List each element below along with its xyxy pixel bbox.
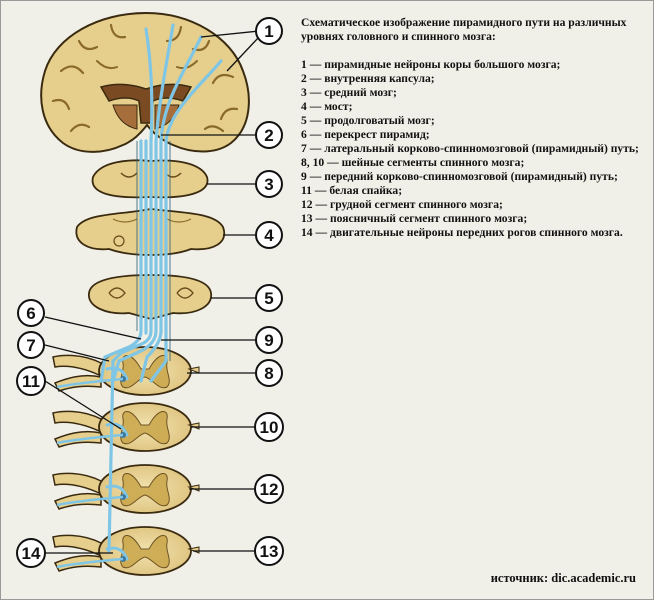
legend-text: двигательные нейроны передних рогов спин…	[329, 226, 623, 239]
legend-item: 6 — перекрест пирамид;	[301, 128, 646, 142]
legend-number: 5 —	[301, 114, 325, 127]
callout-1: 1	[255, 17, 283, 45]
motor-axon	[56, 495, 124, 507]
legend-item: 11 — белая спайка;	[301, 184, 646, 198]
motor-axon	[56, 433, 124, 445]
thoracic-segment	[52, 464, 200, 514]
legend-text: поясничный сегмент спинного мозга;	[329, 212, 528, 225]
legend: Схематическое изображение пирамидного пу…	[301, 16, 646, 240]
svg-text:10: 10	[260, 418, 279, 437]
legend-item: 2 — внутренняя капсула;	[301, 72, 646, 86]
legend-text: мост;	[324, 100, 353, 113]
svg-text:8: 8	[264, 364, 273, 383]
legend-number: 8, 10 —	[301, 156, 342, 169]
legend-number: 7 —	[301, 142, 325, 155]
cervical-segment-lower	[52, 402, 200, 452]
tract-outlines	[136, 141, 171, 361]
callout-7: 7	[17, 331, 45, 359]
cervical-segment-upper	[52, 346, 200, 396]
legend-text: продолговатый мозг;	[324, 114, 435, 127]
callout-markers: 1 2 3 4 5 6 7 8 9 10 11 12 13 14	[16, 17, 284, 568]
legend-text: грудной сегмент спинного мозга;	[329, 198, 503, 211]
legend-number: 11 —	[301, 184, 330, 197]
legend-number: 6 —	[301, 128, 325, 141]
svg-text:14: 14	[22, 544, 41, 563]
svg-text:2: 2	[264, 126, 273, 145]
legend-text: перекрест пирамид;	[324, 128, 430, 141]
svg-text:9: 9	[264, 331, 273, 350]
callout-14: 14	[16, 538, 46, 568]
callout-8: 8	[255, 359, 283, 387]
spinal-segments	[52, 346, 200, 576]
legend-item: 3 — средний мозг;	[301, 86, 646, 100]
legend-text: средний мозг;	[324, 86, 397, 99]
svg-text:1: 1	[264, 22, 273, 41]
legend-number: 4 —	[301, 100, 325, 113]
legend-item: 12 — грудной сегмент спинного мозга;	[301, 198, 646, 212]
legend-number: 9 —	[301, 170, 325, 183]
callout-10: 10	[254, 412, 284, 442]
legend-item: 8, 10 — шейные сегменты спинного мозга;	[301, 156, 646, 170]
legend-text: шейные сегменты спинного мозга;	[341, 156, 525, 169]
svg-text:7: 7	[26, 336, 35, 355]
legend-text: белая спайка;	[329, 184, 403, 197]
legend-item: 14 — двигательные нейроны передних рогов…	[301, 226, 646, 240]
svg-text:13: 13	[260, 542, 279, 561]
callout-12: 12	[254, 474, 284, 504]
callout-9: 9	[255, 326, 283, 354]
legend-item: 9 — передний корково-спинномозговой (пир…	[301, 170, 646, 184]
callout-leaders	[44, 30, 260, 554]
legend-number: 12 —	[301, 198, 330, 211]
brain-coronal-section	[40, 11, 250, 153]
callout-13: 13	[254, 536, 284, 566]
legend-number: 13 —	[301, 212, 330, 225]
legend-item: 4 — мост;	[301, 100, 646, 114]
callout-5: 5	[255, 284, 283, 312]
legend-number: 2 —	[301, 72, 325, 85]
legend-number: 1 —	[301, 58, 325, 71]
legend-item: 5 — продолговатый мозг;	[301, 114, 646, 128]
lumbar-segment	[52, 526, 200, 576]
svg-text:3: 3	[264, 175, 273, 194]
motor-axon	[56, 377, 124, 389]
callout-2: 2	[255, 121, 283, 149]
legend-item: 7 — латеральный корково-спинномозговой (…	[301, 142, 646, 156]
legend-list: 1 — пирамидные нейроны коры большого моз…	[301, 58, 646, 240]
svg-text:11: 11	[22, 372, 40, 391]
motor-axon	[56, 557, 124, 569]
callout-11: 11	[16, 366, 46, 396]
source-credit: источник: dic.academic.ru	[490, 571, 636, 585]
legend-number: 3 —	[301, 86, 325, 99]
svg-text:5: 5	[264, 289, 273, 308]
pyramidal-tracts	[99, 23, 223, 553]
svg-text:4: 4	[264, 226, 274, 245]
callout-3: 3	[255, 170, 283, 198]
legend-item: 13 — поясничный сегмент спинного мозга;	[301, 212, 646, 226]
motor-fiber	[105, 366, 129, 381]
legend-text: латеральный корково-спинномозговой (пира…	[324, 142, 639, 155]
svg-text:12: 12	[260, 480, 279, 499]
legend-item: 1 — пирамидные нейроны коры большого моз…	[301, 58, 646, 72]
legend-text: внутренняя капсула;	[324, 72, 435, 85]
legend-number: 14 —	[301, 226, 330, 239]
callout-6: 6	[17, 299, 45, 327]
legend-text: передний корково-спинномозговой (пирамид…	[324, 170, 618, 183]
callout-4: 4	[255, 221, 283, 249]
svg-text:6: 6	[26, 304, 35, 323]
figure-title: Схематическое изображение пирамидного пу…	[301, 16, 627, 43]
legend-text: пирамидные нейроны коры большого мозга;	[324, 58, 561, 71]
